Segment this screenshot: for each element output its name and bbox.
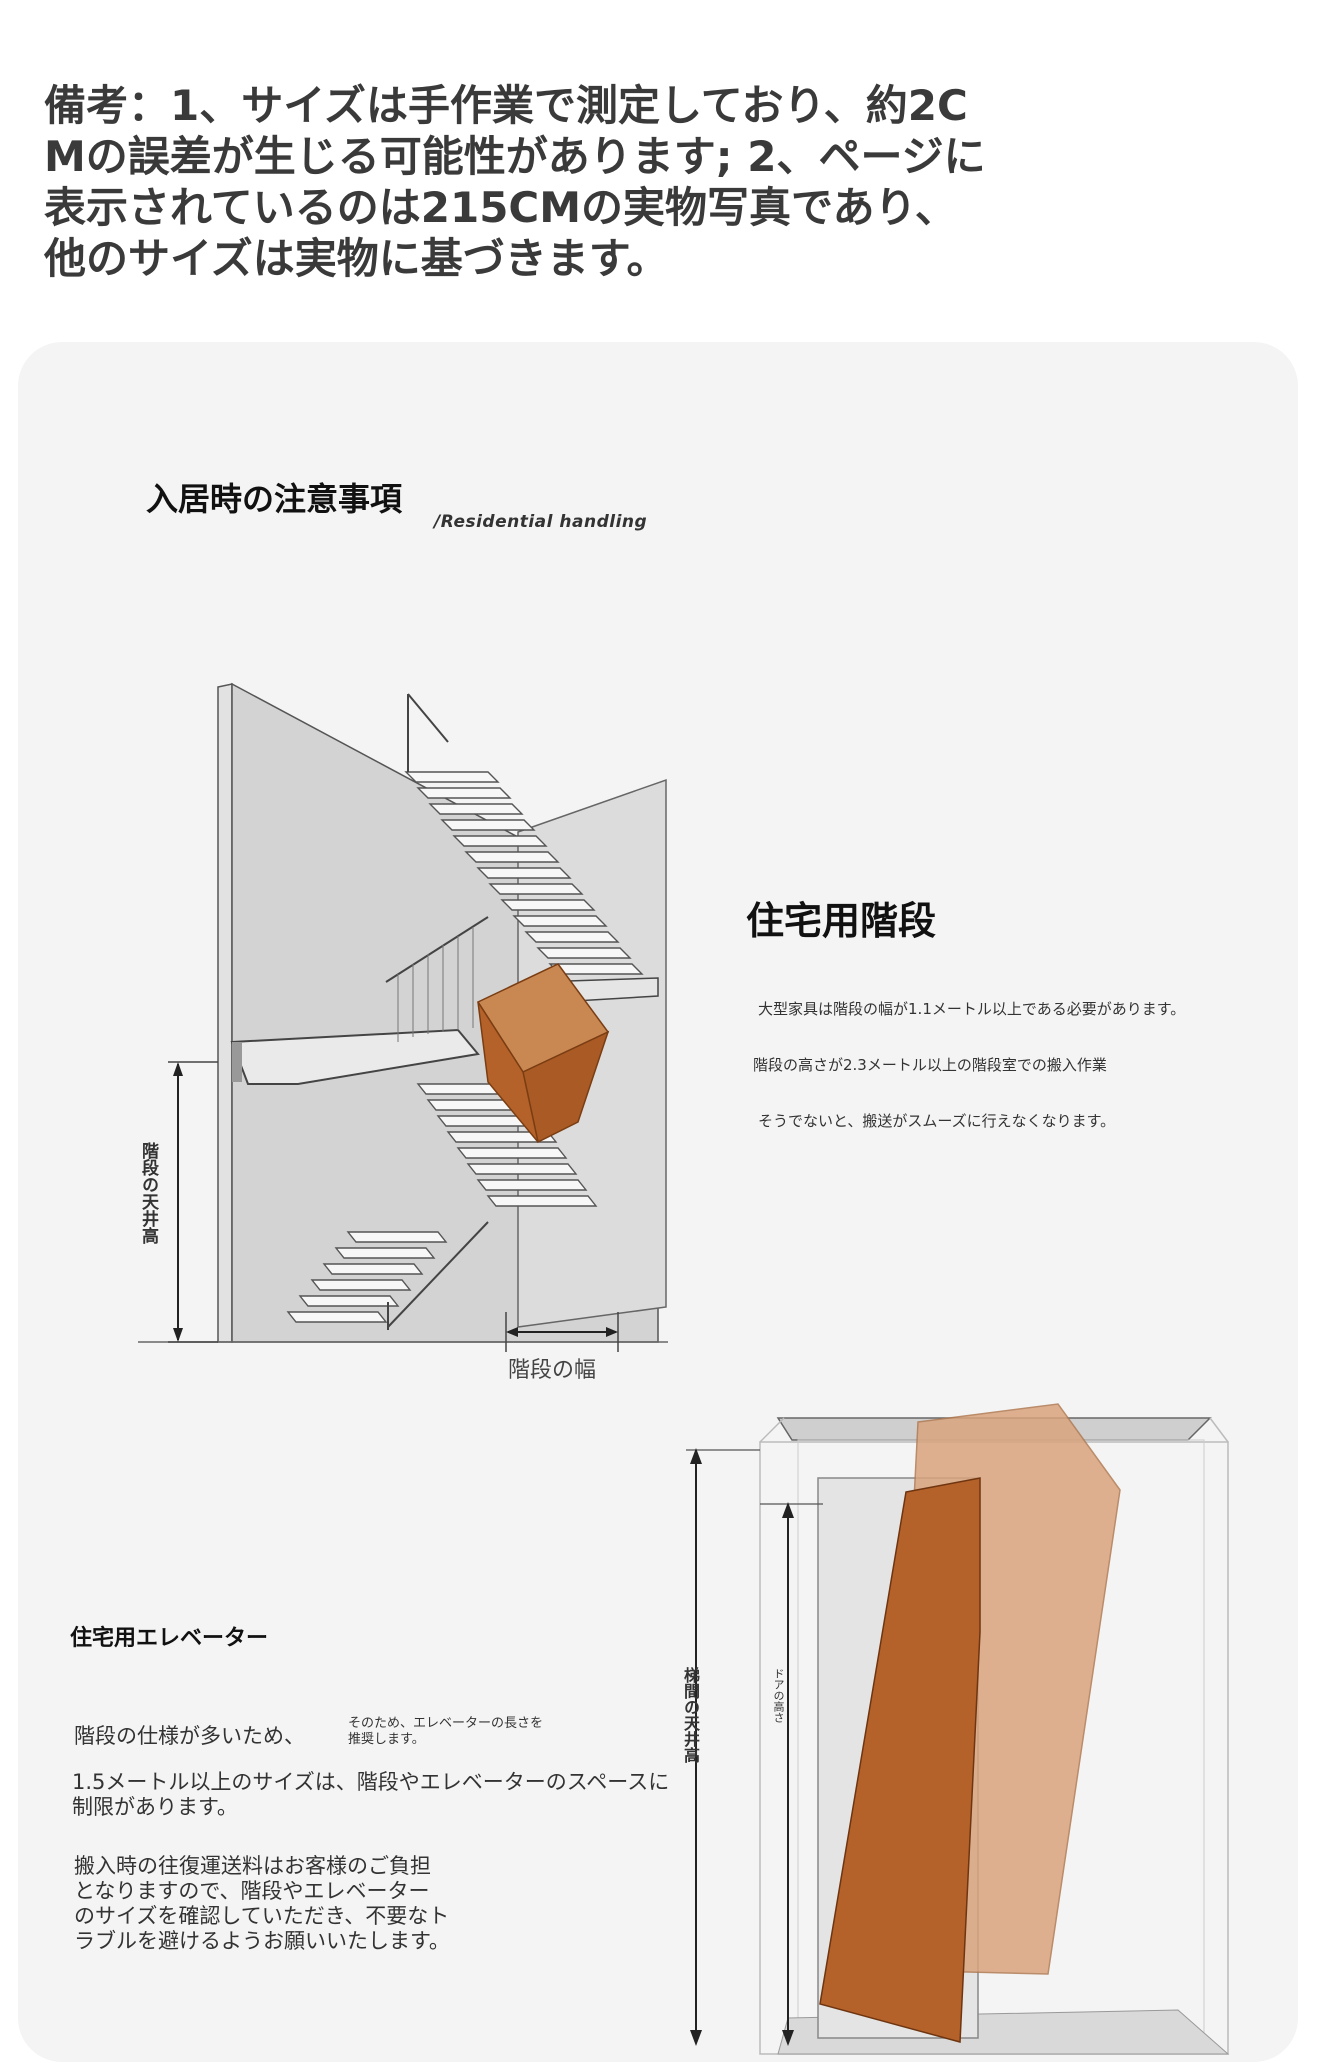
elevator-door-label: ドアの高さ: [772, 1668, 785, 1723]
stairs-line-3: そうでないと、搬送がスムーズに行えなくなります。: [758, 1112, 1116, 1130]
elevator-line-3: 搬入時の往復運送料はお客様のご負担 となりますので、階段やエレベーター のサイズ…: [74, 1854, 450, 1953]
residential-title: 入居時の注意事項: [146, 480, 403, 518]
elevator-line-2: 1.5メートル以上のサイズは、階段やエレベーターのスペースに 制限があります。: [72, 1770, 670, 1819]
elevator-shaft-label: 梯間の天井高: [681, 1667, 700, 1763]
residential-subtitle: /Residential handling: [434, 512, 648, 532]
stairs-width-label: 階段の幅: [508, 1358, 597, 1383]
disclaimer-note: 備考：1、サイズは手作業で測定しており、約2C Mの誤差が生じる可能性があります…: [44, 81, 986, 283]
stairs-ceiling-label: 階段の天井高: [138, 1142, 158, 1244]
elevator-title: 住宅用エレベーター: [70, 1626, 269, 1651]
stairs-line-1: 大型家具は階段の幅が1.1メートル以上である必要があります。: [758, 1000, 1186, 1018]
stairs-illustration: [138, 682, 1230, 2055]
elevator-small-note: そのため、エレベーターの長さを 推奨します。: [348, 1716, 544, 1747]
elevator-line-1: 階段の仕様が多いため、: [74, 1724, 305, 1748]
stairs-title: 住宅用階段: [746, 899, 937, 943]
info-card: 入居時の注意事項 /Residential handling 住宅用階段 大型家…: [18, 342, 1298, 2062]
stairs-line-2: 階段の高さが2.3メートル以上の階段室での搬入作業: [753, 1056, 1107, 1074]
